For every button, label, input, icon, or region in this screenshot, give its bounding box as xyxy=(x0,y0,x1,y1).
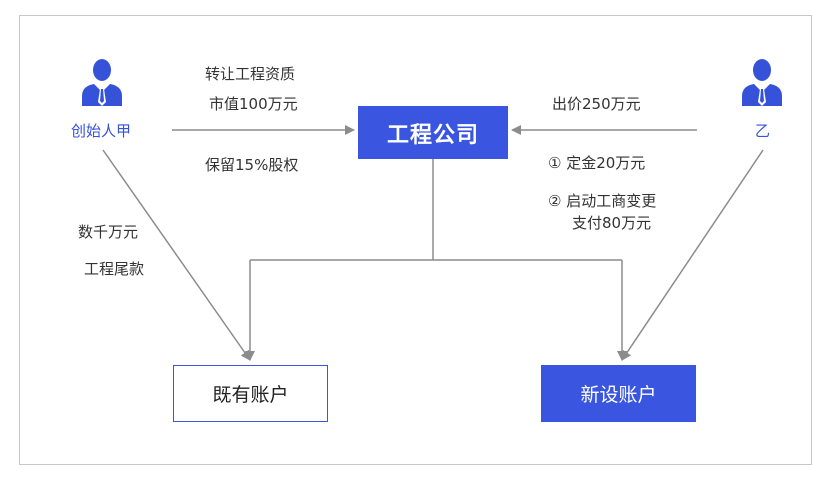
existing-account-box: 既有账户 xyxy=(173,365,328,422)
new-account-box: 新设账户 xyxy=(541,365,696,422)
label-thousands: 数千万元 xyxy=(78,223,139,241)
label-final-payment: 工程尾款 xyxy=(84,260,145,278)
arrow-right-to-new xyxy=(621,149,764,361)
company-box: 工程公司 xyxy=(358,106,508,159)
label-deposit: ① 定金20万元 xyxy=(548,154,646,172)
label-transfer-qualification: 转让工程资质 xyxy=(205,65,296,83)
label-bid-price: 出价250万元 xyxy=(552,95,641,113)
right-person-name: 乙 xyxy=(755,122,771,140)
label-retain-equity: 保留15%股权 xyxy=(205,156,299,174)
label-change-registration: ② 启动工商变更 xyxy=(548,192,657,210)
person-icon xyxy=(742,59,782,106)
diagram-frame xyxy=(19,15,812,465)
arrow-left-to-existing xyxy=(102,149,251,361)
person-icon xyxy=(82,59,122,106)
label-pay-80: 支付80万元 xyxy=(572,214,652,232)
left-person-name: 创始人甲 xyxy=(71,122,132,140)
label-market-value: 市值100万元 xyxy=(209,95,298,113)
